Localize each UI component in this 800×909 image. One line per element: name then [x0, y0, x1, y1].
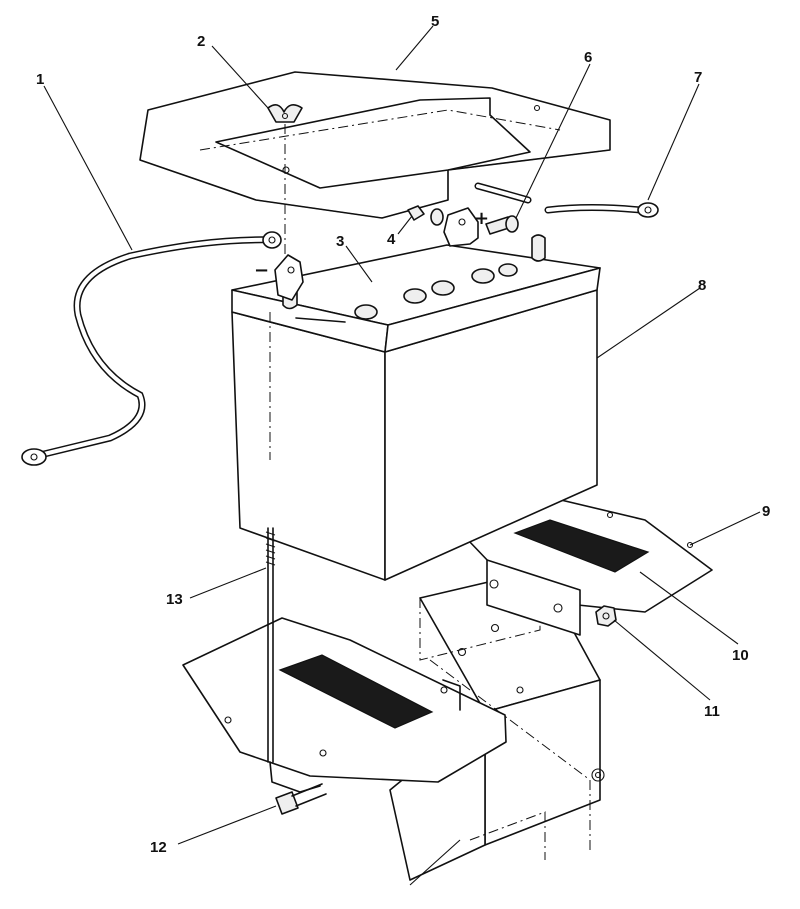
positive-post: [531, 234, 546, 262]
callout-8: 8: [698, 277, 706, 294]
callouts: 1 2 3 4 5 6 7 8 9 10 11 12 13: [36, 13, 770, 856]
negative-symbol: −: [254, 260, 269, 281]
hex-nut: [595, 605, 617, 627]
filler-cap-4: [471, 268, 495, 284]
callout-10: 10: [732, 647, 749, 664]
positive-hardware: [407, 205, 519, 247]
positive-symbol: +: [474, 208, 489, 229]
filler-cap-5: [498, 263, 518, 277]
battery-cover: [139, 71, 611, 219]
callout-13: 13: [166, 591, 183, 608]
callout-3: 3: [336, 233, 344, 250]
callout-12: 12: [150, 839, 167, 856]
negative-clamp: [274, 254, 304, 301]
lock-washer: [430, 208, 444, 226]
positive-clamp: [443, 207, 479, 247]
callout-11: 11: [704, 703, 720, 720]
positive-cable: [474, 182, 659, 218]
negative-cable: [21, 231, 282, 466]
callout-5: 5: [431, 13, 439, 30]
ring-terminal-left: [21, 448, 47, 466]
callout-1: 1: [36, 71, 44, 88]
callout-2: 2: [197, 33, 205, 50]
bracket-pad: [513, 519, 650, 573]
battery-tray: [182, 617, 507, 793]
carriage-bolt: [275, 783, 327, 815]
ring-terminal-right: [637, 202, 659, 218]
hold-down-rod: [265, 312, 276, 763]
filler-cap-2: [403, 288, 427, 304]
tray-pad: [278, 654, 434, 729]
callout-6: 6: [584, 49, 592, 66]
bracket-plate: [467, 494, 713, 636]
callout-9: 9: [762, 503, 770, 520]
callout-7: 7: [694, 69, 702, 86]
wing-nut: [267, 104, 303, 290]
leader-lines: [43, 25, 761, 845]
callout-4: 4: [387, 231, 396, 248]
filler-cap-3: [431, 280, 455, 296]
filler-cap-1: [354, 304, 378, 320]
